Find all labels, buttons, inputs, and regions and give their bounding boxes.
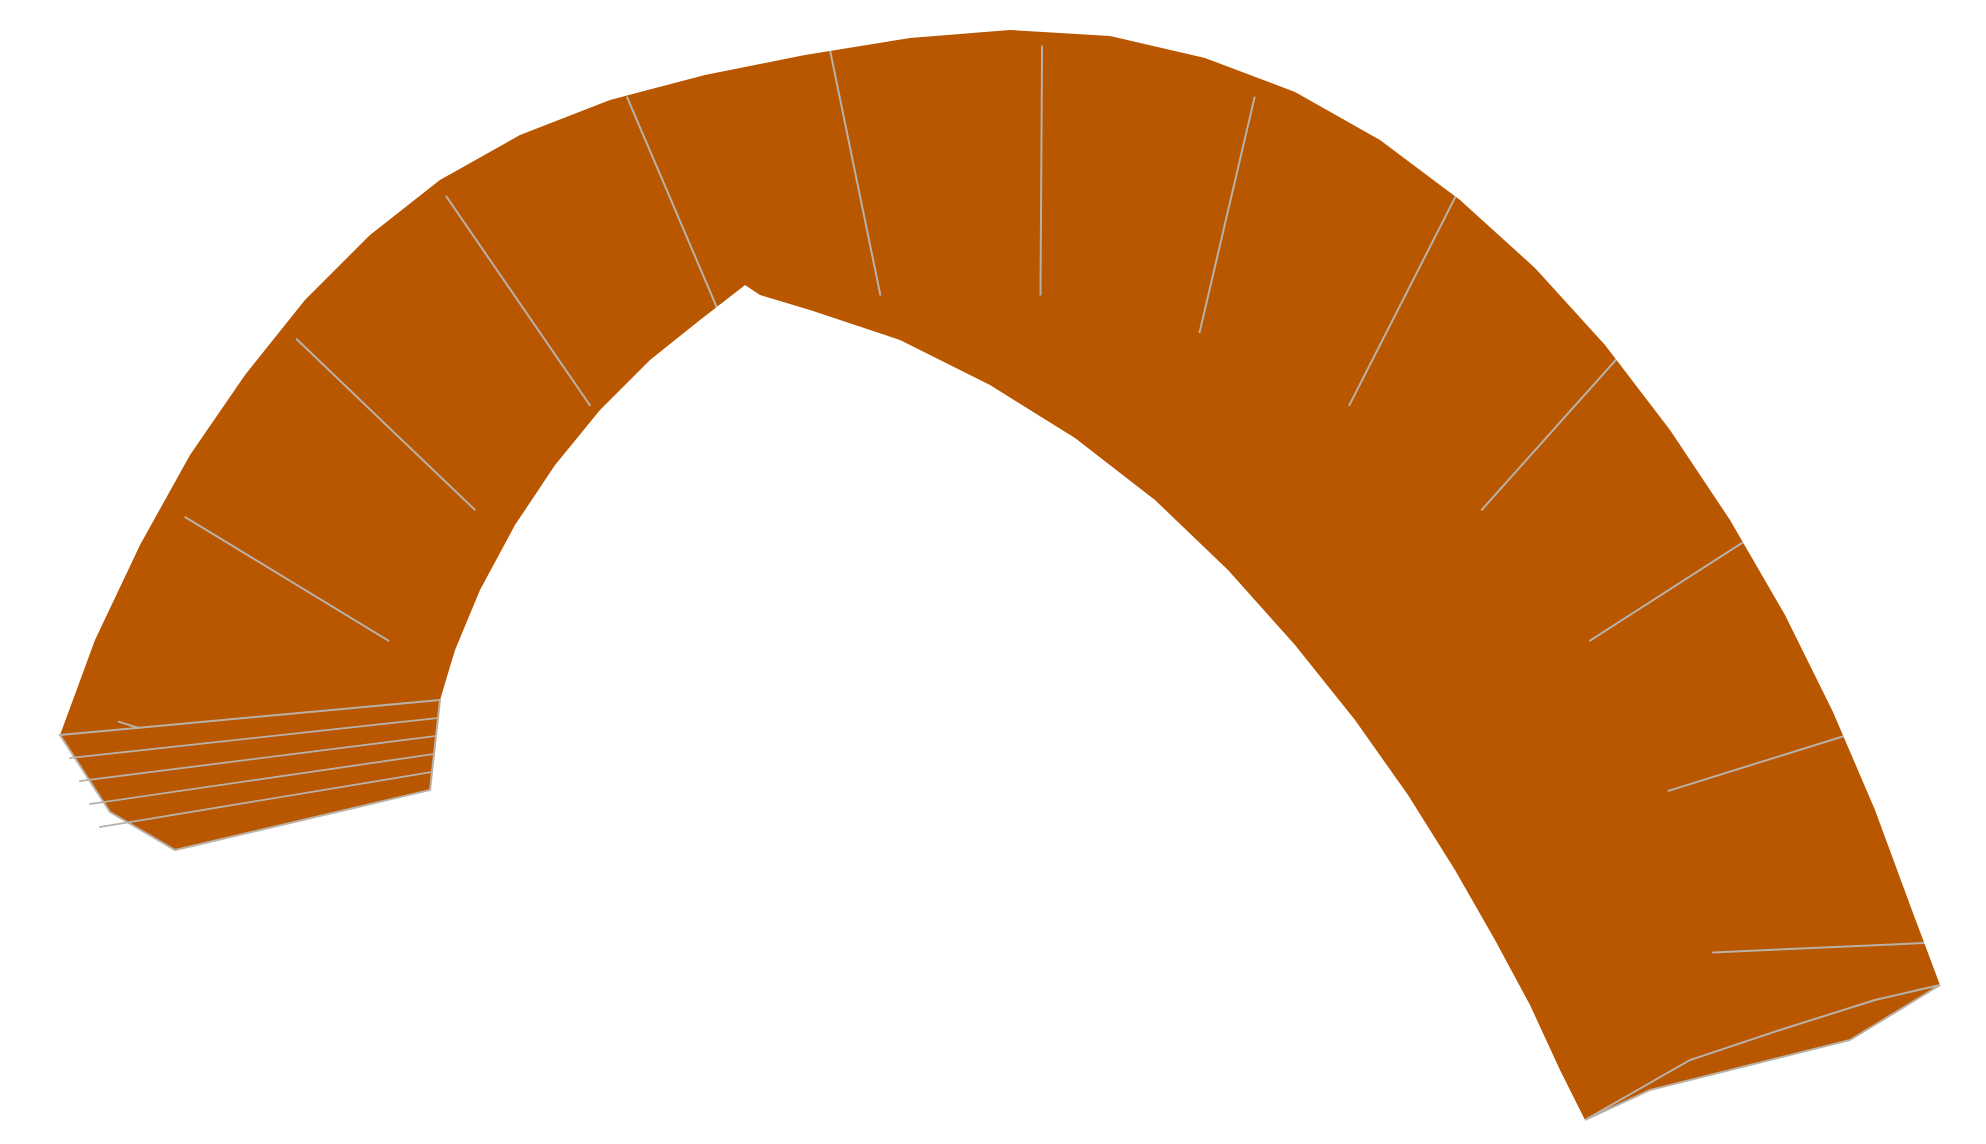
mortar-joint xyxy=(138,841,167,850)
mortar-joint xyxy=(1480,338,1636,511)
mortar-joint xyxy=(1861,736,1887,747)
mortar-joint xyxy=(264,918,293,925)
mortar-joint xyxy=(290,946,319,952)
mortar-joint xyxy=(189,852,219,860)
mortar-joint xyxy=(238,941,267,947)
mortar-joint xyxy=(744,292,759,323)
mortar-joint xyxy=(184,516,390,642)
mortar-joint xyxy=(109,898,138,905)
mortar-joint xyxy=(69,717,439,759)
mortar-joint xyxy=(244,836,273,845)
mortar-joint xyxy=(135,932,164,937)
arch-front-face xyxy=(60,30,1940,1120)
mortar-joint xyxy=(83,927,112,933)
mortar-joint xyxy=(1663,394,1683,415)
mortar-joint xyxy=(445,195,591,407)
mortar-joint xyxy=(213,912,242,918)
mortar-joint xyxy=(1742,500,1765,518)
mortar-joint xyxy=(1198,96,1256,334)
mortar-joint xyxy=(214,884,243,892)
mortar-joint xyxy=(99,771,433,828)
mortar-joint xyxy=(296,848,325,858)
mortar-joint xyxy=(828,45,882,296)
mortar-joint xyxy=(293,873,322,881)
mortar-joint xyxy=(295,338,476,511)
mortar-joint xyxy=(110,867,139,875)
mortar-joint xyxy=(1348,195,1457,407)
mortar-joint xyxy=(1899,863,1926,870)
mortar-joint xyxy=(1711,940,1940,954)
mortar-joint xyxy=(162,876,191,883)
mortar-joint xyxy=(722,300,738,331)
arch-body xyxy=(60,30,1940,1120)
mortar-joint xyxy=(1808,614,1833,629)
arch-right-foot xyxy=(1584,984,1941,1121)
arch-left-foot xyxy=(58,698,442,852)
mortar-joint xyxy=(79,735,437,782)
mortar-joint xyxy=(265,893,295,900)
mortar-joint xyxy=(161,905,190,911)
mortar-joint xyxy=(1039,45,1044,296)
arch-end-faces xyxy=(58,698,1941,1121)
mortar-joint xyxy=(86,831,115,839)
mortar-joint xyxy=(1891,831,1918,839)
mortar-joint xyxy=(1641,369,1661,391)
mortar-joint xyxy=(626,96,729,334)
mortar-joint xyxy=(241,862,270,871)
mortar-joint xyxy=(98,940,319,954)
mortar-joint xyxy=(1723,472,1745,491)
mortar-joint xyxy=(187,937,216,942)
mortar-joint xyxy=(1793,585,1817,601)
mortar-joint xyxy=(1849,705,1875,717)
mortar-joint xyxy=(89,753,435,805)
